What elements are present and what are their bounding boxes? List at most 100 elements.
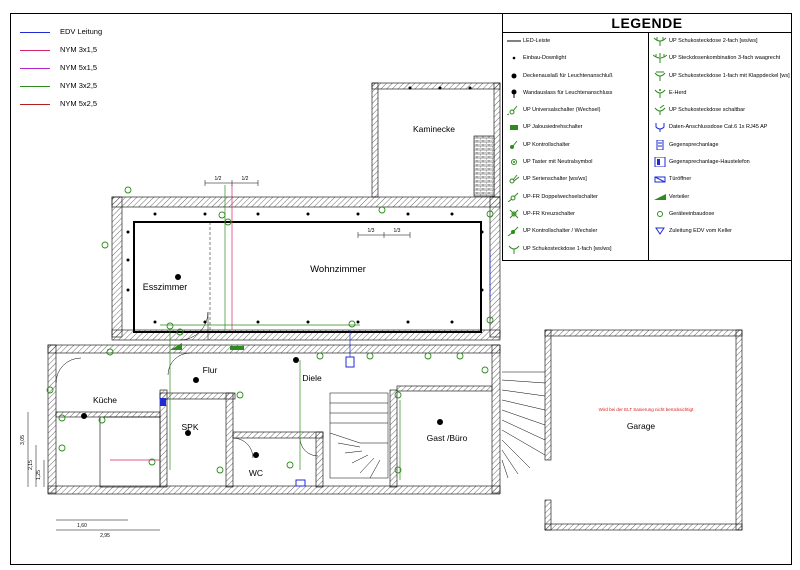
legend-item-label: UP Steckdosenkombination 3-fach waagrech… (669, 55, 781, 62)
socket-double-icon (653, 36, 667, 46)
cable-line-swatch (20, 104, 50, 105)
room-label-wc: WC (249, 468, 263, 478)
device-box-icon (653, 209, 667, 219)
legend-item-label: Daten-Anschlussdose Cat.6 1x RJ45 AP (669, 124, 768, 131)
ceiling-outlet-icon (507, 71, 521, 81)
legend-item: LED-Leiste (503, 33, 648, 50)
led-strip-icon (507, 36, 521, 46)
legend-item-label: LED-Leiste (523, 38, 551, 44)
cable-line-swatch (20, 50, 50, 51)
legend-item-label: Deckenauslaß für Leuchtenanschluß (523, 72, 613, 79)
room-label-garage: Garage (627, 421, 656, 431)
socket-flap-icon (653, 71, 667, 81)
cable-runs (110, 185, 491, 480)
legend-item: Verteiler (649, 189, 792, 206)
legend-item-label: UP Schukosteckdose 2-fach [ws/ws] (669, 38, 758, 44)
legend-item: UP-FR Doppelwechselschalter (503, 189, 648, 206)
legend-column-right: UP Schukosteckdose 2-fach [ws/ws] UP Stec… (649, 33, 792, 260)
legend-item: UP Kontrollschalter (503, 137, 648, 154)
legend-item-label: UP Universalschalter (Wechsel) (523, 107, 601, 114)
legend-item: UP Schukosteckdose 2-fach [ws/ws] (649, 33, 792, 50)
cable-legend-item: NYM 5x1,5 (20, 61, 140, 79)
legend-item: UP Universalschalter (Wechsel) (503, 102, 648, 119)
intercom-phone-icon (653, 156, 667, 168)
cross-switch-icon (507, 209, 521, 219)
legend-item-label: Einbau-Downlight (523, 55, 567, 62)
switches-sockets (46, 186, 494, 474)
legend-item: Zuleitung EDV vom Keller (649, 223, 792, 240)
room-label-kueche: Küche (93, 395, 117, 405)
cable-line-swatch (20, 68, 50, 69)
cable-legend-label: NYM 3x2,5 (60, 81, 98, 90)
data-socket-icon (653, 122, 667, 133)
dim-label: 1/3 (368, 228, 375, 234)
series-switch-icon (507, 174, 521, 184)
push-button-icon (507, 157, 521, 167)
stove-icon (653, 88, 667, 98)
legend-item-label: E-Herd (669, 89, 687, 96)
legend-item-label: UP Kontrollschalter / Wechsler (523, 228, 598, 235)
room-label-diele: Diele (302, 373, 322, 383)
legend-item: Wandauslass für Leuchtenanschluss (503, 85, 648, 102)
legend-item: Daten-Anschlussdose Cat.6 1x RJ45 AP (649, 119, 792, 136)
legend-item-label: Gegensprechanlage (669, 141, 719, 148)
cable-line-swatch (20, 86, 50, 87)
legend-item: Deckenauslaß für Leuchtenanschluß (503, 68, 648, 85)
control-switch-icon (507, 140, 521, 150)
legend-item-label: UP Jalousiedrehschalter (523, 124, 583, 131)
ground-floor-walls (47, 344, 501, 495)
edv-feed-icon (653, 226, 667, 236)
legend-title: LEGENDE (503, 14, 791, 33)
legend-item-label: Wandauslass für Leuchtenanschluss (523, 89, 613, 96)
legend-item: UP Taster mit Neutralsymbol (503, 154, 648, 171)
dim-label: 2,95 (100, 533, 110, 539)
cable-legend-label: NYM 5x1,5 (60, 63, 98, 72)
legend-item: E-Herd (649, 85, 792, 102)
room-label-gast: Gast /Büro (427, 433, 468, 443)
legend-item: Gegensprechanlage-Haustelefon (649, 154, 792, 171)
legend-item: UP Kontrollschalter / Wechsler (503, 223, 648, 240)
legend-item: Einbau-Downlight (503, 50, 648, 67)
room-label-flur: Flur (203, 365, 218, 375)
cable-legend-label: NYM 5x2,5 (60, 99, 98, 108)
dim-label: 2,15 (28, 460, 34, 470)
legend-item-label: UP Schukosteckdose 1-fach mit Klappdecke… (669, 72, 790, 79)
socket-triple-icon (652, 53, 668, 64)
dim-label: 1/3 (394, 228, 401, 234)
legend-item: UP Jalousiedrehschalter (503, 119, 648, 136)
double-switch-icon (507, 192, 521, 203)
cable-legend-item: NYM 3x2,5 (20, 79, 140, 97)
wall-outlet-icon (507, 88, 521, 98)
legend-item: Türöffner (649, 171, 792, 188)
legend-item-label: Türöffner (669, 176, 692, 183)
legend-item-label: Zuleitung EDV vom Keller (669, 228, 732, 235)
legend-item-label: Verteiler (669, 193, 690, 200)
legend-item-label: UP-FR Doppelwechselschalter (523, 193, 598, 200)
cable-line-swatch (20, 32, 50, 33)
legend-item-label: UP Kontrollschalter (523, 141, 570, 148)
legend-item: UP Schukosteckdose schaltbar (649, 102, 792, 119)
switchable-socket-icon (653, 104, 667, 116)
legend-item-label: UP Taster mit Neutralsymbol (523, 159, 593, 166)
cable-legend-item: NYM 3x1,5 (20, 43, 140, 61)
legend-item-label: Gegensprechanlage-Haustelefon (669, 159, 750, 166)
legend-item-label: UP Serienschalter [ws/ws] (523, 176, 587, 183)
socket-single-icon (507, 244, 521, 254)
legend-item: UP Serienschalter [ws/ws] (503, 171, 648, 188)
cable-legend-label: NYM 3x1,5 (60, 45, 98, 54)
legend-item: UP Schukosteckdose 1-fach [ws/ws] (503, 241, 648, 258)
dim-label: 3,05 (20, 435, 26, 445)
legend-item: UP Schukosteckdose 1-fach mit Klappdecke… (649, 68, 792, 85)
legend-item: Gegensprechanlage (649, 137, 792, 154)
legend-item-label: UP Schukosteckdose 1-fach [ws/ws] (523, 245, 612, 252)
room-label-esszimmer: Esszimmer (143, 282, 188, 292)
dim-label: 1,25 (36, 470, 42, 480)
legend-item-label: UP-FR Kreuzschalter (523, 210, 575, 217)
staircase (329, 392, 389, 479)
room-label-spk: SPK (181, 422, 198, 432)
intercom-icon (653, 139, 667, 151)
room-label-wohnzimmer: Wohnzimmer (310, 264, 366, 275)
